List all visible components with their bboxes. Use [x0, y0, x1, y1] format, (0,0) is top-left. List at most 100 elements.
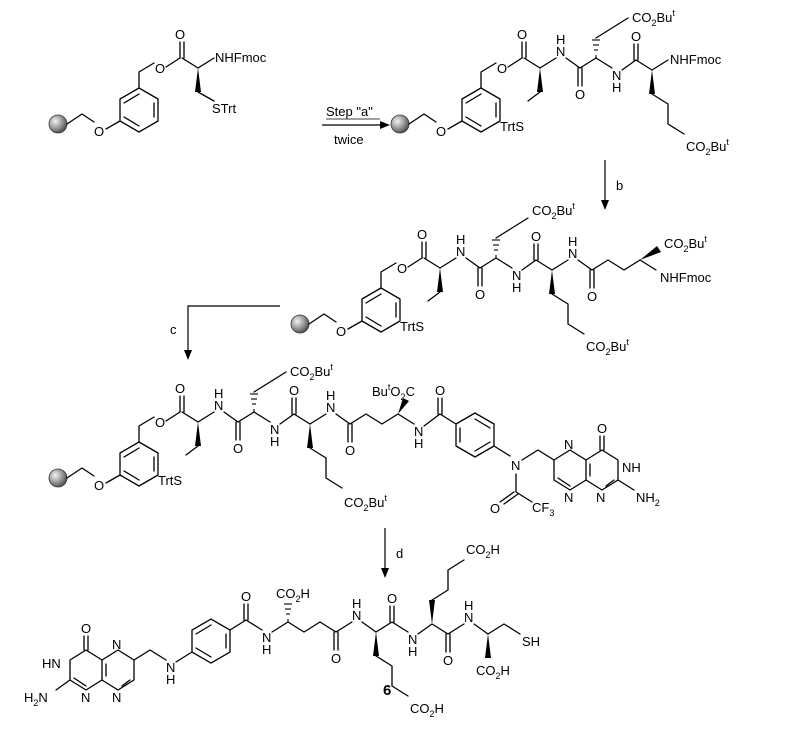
stereo-wedge [195, 422, 201, 446]
compound-number: 6 [383, 682, 391, 699]
bond [507, 57, 523, 68]
bond [223, 411, 239, 423]
bond [565, 57, 581, 69]
benzene-double-bonds [123, 93, 155, 127]
carbonyl-bond [633, 43, 639, 61]
bond [439, 257, 457, 269]
nh-label: N [326, 400, 335, 415]
bond [417, 623, 433, 635]
carbonyl-bond [521, 41, 527, 59]
h-label: H [556, 32, 565, 47]
h-label: H [214, 386, 223, 401]
oxygen-label: O [345, 443, 355, 458]
bond [579, 57, 597, 69]
oxygen-label: O [497, 61, 507, 76]
bond [335, 621, 353, 633]
hashed-bond [284, 603, 292, 622]
stereo-wedge [373, 632, 379, 656]
oxygen-label: O [155, 415, 165, 430]
carbonyl-bond [589, 269, 595, 289]
bond [197, 411, 215, 423]
co2h-label: CO2H [276, 586, 310, 604]
oxygen-label: O [531, 229, 541, 244]
h-label: H [326, 388, 335, 403]
bond [423, 413, 441, 427]
carbonyl-bond [83, 635, 89, 651]
oxygen-label: O [435, 383, 445, 398]
oxygen-label: O [475, 287, 485, 302]
bond [181, 411, 199, 423]
oxygen-label: O [241, 589, 251, 604]
bond [375, 621, 393, 633]
co2h-label: CO2H [476, 663, 510, 681]
stereo-wedge [307, 424, 313, 448]
resin-bead [48, 114, 68, 134]
oxygen-label: O [155, 61, 165, 76]
bond [431, 559, 465, 601]
benzene-double-bonds [465, 93, 497, 127]
stereo-wedge [485, 634, 491, 658]
oxygen-label: O [289, 383, 299, 398]
oxygen-label: O [517, 27, 527, 42]
oxygen-label: O [387, 591, 397, 606]
co2but-label: CO2But [532, 201, 575, 221]
hashed-bond [492, 239, 500, 258]
nh-label: N [456, 244, 465, 259]
oxygen-label: O [94, 124, 104, 139]
bond [431, 623, 449, 635]
h-label: H [456, 232, 465, 247]
resin-bead [390, 114, 410, 134]
oxygen-label: O [233, 441, 243, 456]
ring-double-bonds [557, 463, 615, 487]
co2h-label: CO2H [466, 542, 500, 560]
co2but-label: CO2But [344, 493, 387, 513]
bond [335, 413, 351, 425]
carbonyl-bond [235, 421, 241, 441]
stereo-wedge [429, 600, 435, 624]
carbonyl-bond [577, 67, 583, 87]
trts-label: TrtS [400, 319, 424, 334]
carbonyl-bond [179, 395, 185, 413]
bond [347, 320, 363, 330]
bond [473, 623, 489, 635]
bond [639, 259, 657, 271]
bond [133, 649, 167, 661]
bond [595, 57, 613, 69]
benzene-double-bonds [195, 624, 227, 658]
co2but-label: CO2But [290, 362, 333, 382]
nh-label: N [568, 246, 577, 261]
carbonyl-bond [445, 633, 451, 653]
step-d-label: d [396, 546, 403, 561]
bond [349, 413, 399, 425]
benzene-ring [361, 287, 401, 333]
bond [447, 623, 465, 635]
benzene-ring [119, 441, 159, 487]
h-label: H [568, 234, 577, 249]
bond [551, 293, 585, 335]
bond [397, 413, 415, 425]
bond [439, 413, 457, 425]
h-label: H [414, 436, 423, 451]
oxygen-label: O [575, 87, 585, 102]
carbonyl-bond [243, 603, 249, 621]
step-a-sub-label: twice [334, 132, 364, 147]
bond [309, 413, 327, 425]
oxygen-label: O [94, 478, 104, 493]
carbonyl-bond [179, 41, 185, 59]
n-label: N [564, 437, 573, 452]
stereo-wedge [398, 398, 409, 414]
nh-label: N [556, 44, 565, 59]
carbonyl-bond [389, 605, 395, 623]
bond [165, 411, 181, 422]
n-label: N [511, 458, 520, 473]
carbonyl-bond [499, 491, 519, 505]
h-label: H [464, 598, 473, 613]
benzene-double-bonds [365, 293, 397, 327]
carbonyl-bond [333, 631, 339, 651]
bond [105, 120, 121, 130]
h-label: H [612, 80, 621, 95]
bond [521, 259, 537, 271]
stereo-wedge [640, 246, 661, 260]
bond [521, 449, 555, 461]
h-label: H [512, 280, 521, 295]
